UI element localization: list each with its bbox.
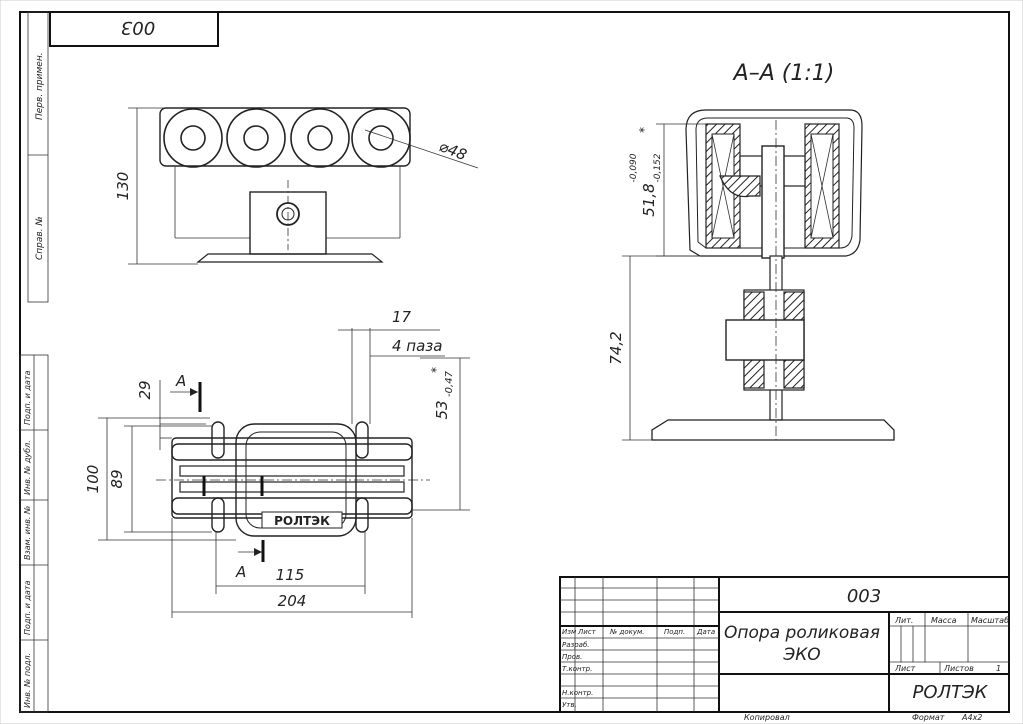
dim-53-tol: -0,47 (444, 370, 455, 397)
dim-51-asterisk: * (637, 127, 651, 133)
dim-115: 115 (276, 566, 305, 584)
dim-74-2: 74,2 (607, 331, 625, 364)
dim-4-slots: 4 паза (392, 337, 442, 355)
sheets-count: 1 (996, 664, 1001, 673)
front-view: РОЛТЭК 17 4 паза 29 A A 53 -0,47 * (84, 308, 470, 618)
label-mass: Масса (931, 616, 957, 625)
dim-89: 89 (108, 469, 126, 488)
role-utv: Утв. (562, 701, 577, 709)
strip-label-podp1: Подп. и дата (23, 370, 32, 425)
strip-label-podp2: Подп. и дата (23, 580, 32, 635)
label-sheets: Листов (943, 664, 974, 673)
format-value: А4х2 (961, 713, 982, 722)
section-title: A–A (1:1) (732, 61, 835, 86)
label-scale: Масштаб (971, 616, 1009, 625)
brand-plate: РОЛТЭК (274, 514, 330, 528)
label-format: Формат (912, 713, 945, 722)
label-sheet: Лист (894, 664, 916, 673)
dim-130: 130 (114, 172, 132, 201)
dim-17: 17 (392, 308, 412, 326)
left-strip: Перв. примен. Справ. № Подп. и дата Инв.… (19, 11, 49, 713)
dim-diameter: ⌀48 (437, 137, 470, 164)
item-name-line2: ЭКО (782, 645, 820, 665)
top-view: 130 ⌀48 (114, 107, 479, 265)
dim-53: 53 (433, 400, 451, 419)
strip-label-inv-podl: Инв. № подл. (23, 653, 32, 708)
role-nkontr: Н.контр. (562, 689, 593, 697)
col-podp: Подп. (664, 628, 685, 636)
doc-number: 003 (847, 586, 881, 607)
role-tkontr: Т.контр. (562, 665, 592, 673)
section-mark-bottom: A (235, 563, 246, 581)
col-list: Лист (577, 628, 597, 636)
corner-code-box: 003 (49, 11, 219, 47)
section-view: A–A (1:1) 51,8 -0,090 -0,152 * 74,2 (607, 61, 895, 441)
company-name: РОЛТЭК (913, 682, 989, 703)
dim-204: 204 (278, 592, 307, 610)
col-dokum: № докум. (609, 628, 645, 636)
label-copied: Копировал (744, 713, 790, 722)
col-data: Дата (696, 628, 715, 636)
item-name-line1: Опора роликовая (724, 623, 880, 643)
strip-label-vzam: Взам. инв. № (23, 506, 32, 560)
strip-label-perv: Перв. примен. (35, 52, 45, 120)
dim-51-8: 51,8 (640, 183, 658, 216)
corner-code: 003 (121, 17, 155, 38)
dim-51-tol-lower: -0,152 (653, 153, 663, 182)
dim-51-tol-upper: -0,090 (629, 153, 639, 182)
col-izm: Изм (562, 628, 577, 636)
strip-label-inv-dubl: Инв. № дубл. (23, 440, 32, 495)
label-lit: Лит. (894, 616, 913, 625)
dim-29: 29 (136, 380, 154, 399)
title-block: Изм Лист № докум. Подп. Дата Разраб. Про… (559, 576, 1010, 713)
role-prov: Пров. (562, 653, 582, 661)
strip-label-sprav: Справ. № (35, 216, 45, 260)
role-razrab: Разраб. (562, 641, 590, 649)
dim-53-asterisk: * (429, 367, 443, 373)
section-mark-top: A (175, 372, 186, 390)
dim-100: 100 (84, 465, 102, 494)
